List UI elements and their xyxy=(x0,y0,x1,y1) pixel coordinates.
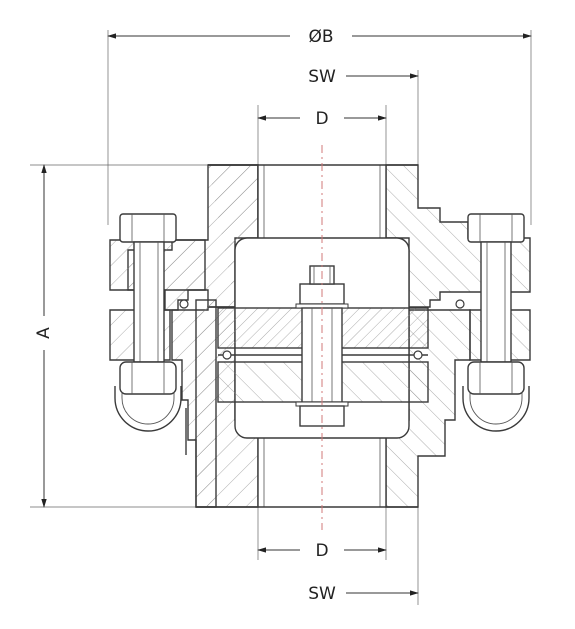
dimension-lines xyxy=(41,33,532,596)
dim-label-d-bottom: D xyxy=(315,541,328,561)
o-ring-flange-left xyxy=(179,299,189,309)
dim-label-dia-b: ØB xyxy=(308,27,333,47)
dim-label-sw-top: SW xyxy=(308,67,336,87)
extension-lines xyxy=(30,30,532,605)
left-clamp-bolt xyxy=(114,213,187,455)
dim-label-a: A xyxy=(34,327,54,339)
dim-label-sw-bottom: SW xyxy=(308,584,336,604)
right-clamp-bolt xyxy=(462,213,530,432)
o-ring-seal-right xyxy=(413,350,423,360)
dim-label-d-top: D xyxy=(315,109,328,129)
o-ring-seal-left xyxy=(222,350,232,360)
o-ring-flange-right xyxy=(455,299,465,309)
